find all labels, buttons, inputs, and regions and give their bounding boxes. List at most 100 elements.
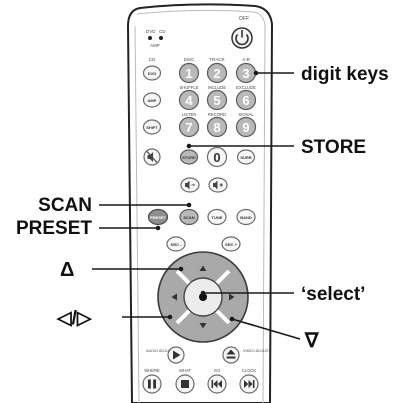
cd-led [159, 36, 163, 40]
signal-label: SIGNAL [238, 112, 254, 117]
surr-button[interactable] [236, 149, 256, 165]
power-icon [235, 30, 249, 46]
store-callout: STORE [301, 137, 366, 158]
digit-1-button[interactable] [178, 62, 200, 84]
exclude-label: EXCLUDE [236, 85, 256, 90]
store-button[interactable] [179, 149, 199, 165]
play-icon [173, 350, 181, 360]
down-callout: ∇ [304, 330, 319, 352]
digit-8-label: 8 [213, 120, 220, 135]
scan-button-label: SCAN [183, 215, 194, 220]
volume-down-icon [185, 180, 195, 190]
nav-down-icon [199, 323, 207, 329]
digit-2-label: 2 [213, 66, 220, 81]
what-label: WHAT [179, 368, 191, 373]
nav-up-icon [199, 265, 207, 271]
down-leader [231, 318, 301, 340]
amp-mode-label: AMP [150, 43, 160, 48]
band-button-label: BAND [240, 215, 252, 220]
down-leader-dot [229, 316, 235, 322]
tune-button[interactable] [207, 208, 227, 226]
disc-label: DISC [184, 57, 196, 62]
store-leader-dot [186, 143, 192, 149]
eject-button[interactable] [222, 346, 240, 364]
up-callout: Δ [60, 259, 74, 281]
preset-leader-dot [155, 225, 161, 231]
digit-9-button[interactable] [235, 116, 257, 138]
left-right-leader-dot [167, 314, 173, 320]
digit-8-button[interactable] [206, 116, 228, 138]
src-minus-label: SRC - [171, 242, 183, 247]
listen-label: LISTEN [182, 112, 197, 117]
volume-up-icon [213, 180, 223, 190]
previous-icon [211, 380, 222, 388]
surr-button-label: SURR [240, 155, 251, 160]
digit-keys-leader-dot [253, 70, 259, 76]
pause-button[interactable] [142, 374, 162, 394]
pause-icon [148, 379, 156, 389]
video-adjust-label: VIDEO ADJUST [243, 349, 271, 353]
digit-1-label: 1 [185, 66, 192, 81]
digit-9-label: 9 [242, 120, 249, 135]
scan-button[interactable] [179, 208, 199, 226]
scan-callout: SCAN [38, 195, 92, 216]
remote-body-inner-edge [134, 9, 266, 403]
select-center-dot-icon [199, 293, 207, 301]
src-plus-label: SRC + [225, 242, 238, 247]
eject-icon [226, 349, 236, 359]
nav-left-icon [171, 293, 177, 301]
cd-mode-label: CD [159, 29, 166, 34]
tune-button-label: TUNE [212, 215, 223, 220]
off-label: OFF [239, 16, 249, 22]
volume-down-button[interactable] [180, 177, 200, 193]
digit-7-label: 7 [185, 120, 192, 135]
digit-3-label: 3 [242, 66, 249, 81]
digit-0-label: 0 [213, 150, 220, 165]
track-label: TRACK [209, 57, 224, 62]
cd-label: CD [149, 57, 156, 62]
src-plus-button[interactable] [221, 236, 241, 252]
dvd-mode-label: DVD [146, 29, 156, 34]
volume-up-button[interactable] [208, 177, 228, 193]
stop-icon [181, 380, 189, 388]
digit-7-button[interactable] [178, 116, 200, 138]
digit-4-button[interactable] [178, 89, 200, 111]
digit-6-button[interactable] [235, 89, 257, 111]
digit-2-button[interactable] [206, 62, 228, 84]
select-leader-dot [200, 290, 206, 296]
digit-0-button[interactable] [206, 146, 228, 168]
record-label: RECORD [208, 112, 226, 117]
digit-6-label: 6 [242, 93, 249, 108]
dvd-led [148, 36, 152, 40]
audio-adjust-label: AUDIO ADJUST [146, 349, 174, 353]
clock-label: CLOCK [242, 368, 257, 373]
mute-icon [146, 151, 158, 163]
left-right-callout: ◁/▷ [56, 308, 93, 329]
store-button-label: STORE [182, 155, 196, 160]
shift-button-label: SHIFT [146, 125, 158, 130]
up-leader-dot [178, 266, 184, 272]
shuffle-label: SHUFFLE [179, 85, 198, 90]
dvd-button[interactable] [142, 65, 162, 81]
preset-callout: PRESET [16, 218, 92, 239]
nav-right-icon [229, 293, 235, 301]
scan-leader-dot [186, 202, 192, 208]
digit-5-label: 5 [213, 93, 220, 108]
digit-5-button[interactable] [206, 89, 228, 111]
where-label: WHERE [144, 368, 160, 373]
amp-button-label: AMP [148, 98, 157, 103]
preset-button[interactable] [147, 208, 169, 226]
src-minus-button[interactable] [166, 236, 186, 252]
next-icon [244, 380, 255, 388]
ab-label: A-B [242, 57, 250, 62]
select-callout: ‘select’ [301, 284, 365, 305]
amp-button[interactable] [142, 92, 162, 108]
include-label: INCLUDE [208, 85, 227, 90]
preset-button-label: PRESET [150, 215, 167, 220]
go-label: GO [214, 368, 221, 373]
band-button[interactable] [236, 208, 256, 226]
shift-button[interactable] [142, 119, 162, 135]
digit-keys-callout: digit keys [301, 64, 389, 85]
